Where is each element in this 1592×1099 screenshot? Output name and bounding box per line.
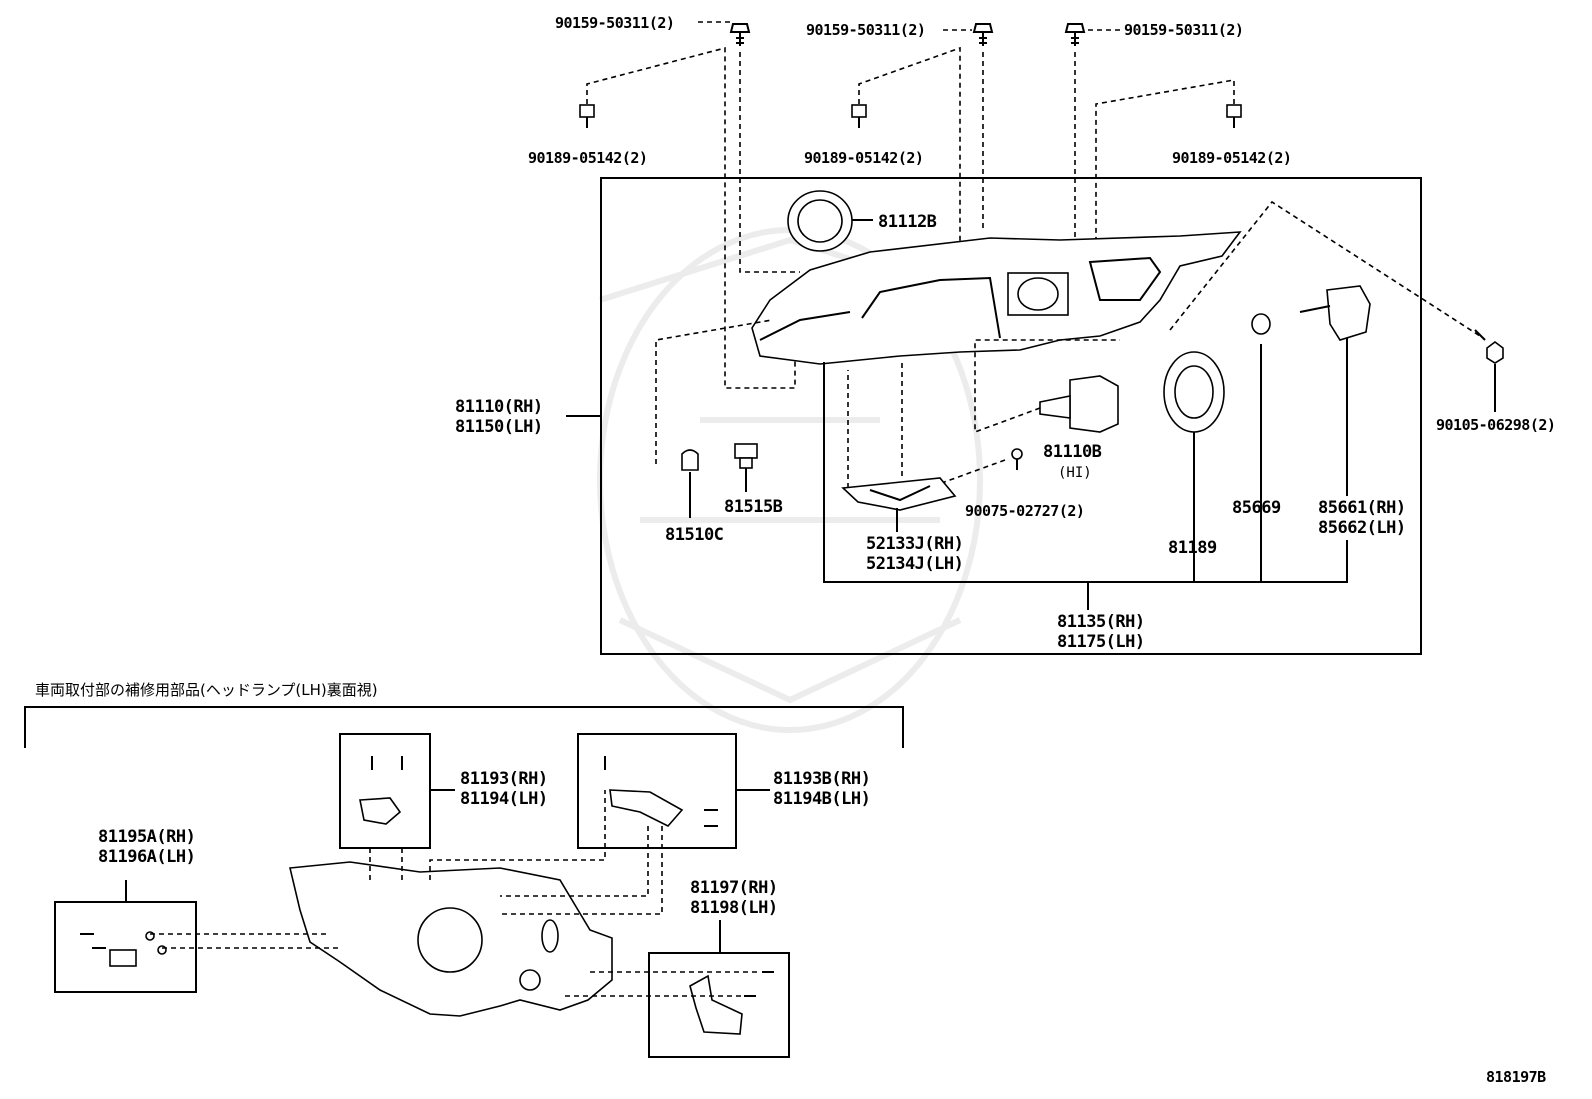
screw-90105[interactable] [1474, 329, 1504, 364]
label-kit-81198-lh: 81198(LH) [690, 898, 778, 918]
kit-81193b-box [577, 733, 737, 849]
label-kit-81193b-rh: 81193B(RH) [773, 769, 870, 789]
cap-81189[interactable] [1163, 351, 1225, 433]
section-bracket [24, 706, 904, 748]
socket-81515b[interactable] [734, 443, 758, 469]
label-kit-81194-lh: 81194(LH) [460, 789, 548, 809]
label-bolt-right: 90159-50311(2) [1124, 21, 1243, 39]
bracket-52133j[interactable] [841, 477, 957, 511]
label-kit-81194b-lh: 81194B(LH) [773, 789, 870, 809]
clip-90189-right[interactable] [1226, 104, 1242, 128]
label-motor-lh: 85662(LH) [1318, 518, 1406, 538]
bolt-90159-left[interactable] [729, 23, 751, 46]
label-ring-85669: 85669 [1232, 498, 1281, 518]
bulb-81110b[interactable] [1039, 375, 1119, 433]
diagram-id: 818197B [1486, 1068, 1546, 1086]
label-bolt-mid: 90159-50311(2) [806, 21, 925, 39]
label-unit-rh: 81135(RH) [1057, 612, 1145, 632]
label-kit-81195a-rh: 81195A(RH) [98, 827, 195, 847]
label-motor-rh: 85661(RH) [1318, 498, 1406, 518]
clip-90189-left[interactable] [579, 104, 595, 128]
label-cap-81189: 81189 [1168, 538, 1217, 558]
label-screw-90075: 90075-02727(2) [965, 502, 1084, 520]
kit-81195a-box [54, 901, 197, 993]
kit-81193b-part[interactable] [604, 756, 718, 827]
fastener-leaders [586, 46, 1235, 389]
label-bolt-left: 90159-50311(2) [555, 14, 674, 32]
label-screw-90105: 90105-06298(2) [1436, 416, 1555, 434]
cover-81112b[interactable] [787, 190, 853, 252]
label-clip-left: 90189-05142(2) [528, 149, 647, 167]
kit-81197-part[interactable] [689, 971, 774, 1035]
headlamp-housing[interactable] [751, 231, 1242, 365]
label-clip-right: 90189-05142(2) [1172, 149, 1291, 167]
label-kit-81196a-lh: 81196A(LH) [98, 847, 195, 867]
label-socket-81515b: 81515B [724, 497, 783, 517]
bolt-90159-right[interactable] [1064, 23, 1086, 46]
lamp-back-plate[interactable] [289, 861, 613, 1017]
unit-81135-bracket-lines [823, 344, 1348, 610]
label-bulb-hi: (HI) [1058, 465, 1092, 481]
kit-81193-box [339, 733, 431, 849]
bolt-90159-mid[interactable] [972, 23, 994, 46]
label-assy-rh: 81110(RH) [455, 397, 543, 417]
label-kit-81193-rh: 81193(RH) [460, 769, 548, 789]
label-assy-lh: 81150(LH) [455, 417, 543, 437]
kit-81195a-part[interactable] [80, 931, 167, 967]
ring-85669[interactable] [1251, 313, 1271, 335]
screw-90075[interactable] [1011, 448, 1023, 470]
label-bulb-81110b: 81110B [1043, 442, 1102, 462]
bulb-81510c[interactable] [681, 449, 699, 471]
label-unit-lh: 81175(LH) [1057, 632, 1145, 652]
label-cover-81112b: 81112B [878, 212, 937, 232]
label-bracket-lh: 52134J(LH) [866, 554, 963, 574]
label-clip-mid: 90189-05142(2) [804, 149, 923, 167]
label-bulb-81510c: 81510C [665, 525, 723, 545]
section-note: 車両取付部の補修用部品(ヘッドランプ(LH)裏面視) [35, 681, 378, 699]
kit-81193-part[interactable] [359, 756, 403, 825]
label-kit-81197-rh: 81197(RH) [690, 878, 778, 898]
clip-90189-mid[interactable] [851, 104, 867, 128]
leveling-motor-85661[interactable] [1299, 285, 1371, 341]
label-bracket-rh: 52133J(RH) [866, 534, 963, 554]
